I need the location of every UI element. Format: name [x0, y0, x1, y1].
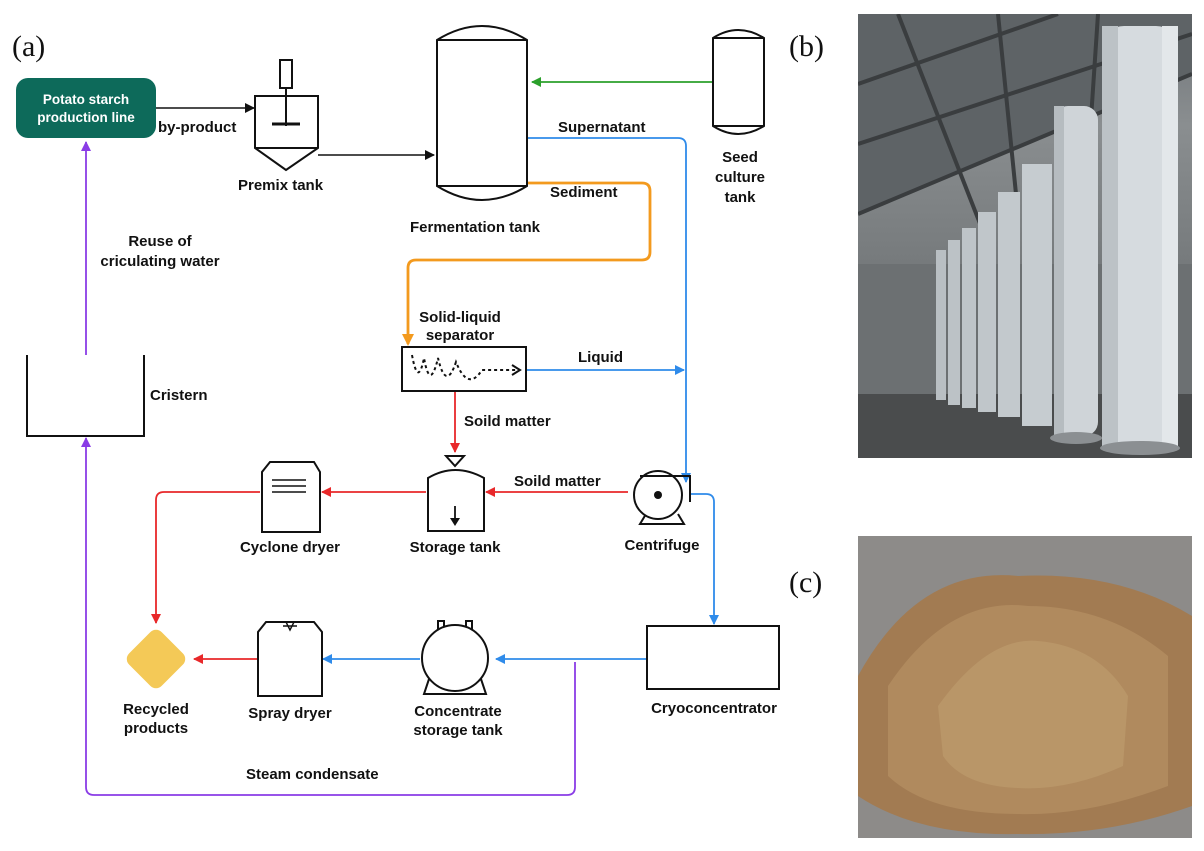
fermentation-tanks-illustration — [858, 14, 1192, 458]
reuse-water-label-1: Reuse of — [128, 233, 192, 250]
supernatant-label: Supernatant — [558, 119, 646, 136]
spray-dryer — [257, 621, 323, 697]
sediment-label: Sediment — [550, 184, 618, 201]
liquid-label: Liquid — [578, 349, 623, 366]
panel-label-c: (c) — [789, 566, 822, 599]
spray-dryer-label: Spray dryer — [248, 705, 332, 722]
powder-product-photo — [858, 536, 1192, 838]
production-line-box: Potato starch production line — [16, 78, 156, 138]
centrifuge — [633, 470, 691, 525]
cyclone-dryer — [261, 461, 321, 533]
flow-sediment — [402, 181, 652, 346]
storage-tank-label: Storage tank — [410, 539, 502, 556]
separator-label-1: Solid-liquid — [419, 309, 501, 326]
seed-culture-tank — [712, 29, 765, 135]
flow-cyclone-to-products — [151, 491, 260, 624]
panel-label-b: (b) — [789, 30, 824, 63]
cistern-label: Cristern — [150, 387, 208, 404]
flow-centrifuge-to-cryo — [690, 493, 719, 625]
seed-culture-label-2: culture — [715, 169, 765, 186]
recycled-products-icon — [126, 629, 186, 689]
cryoconcentrator — [646, 625, 780, 690]
cryoconcentrator-label: Cryoconcentrator — [651, 700, 777, 717]
production-line-label-2: production line — [37, 110, 135, 125]
separator-label-2: separator — [426, 327, 495, 344]
flow-supernatant — [527, 137, 691, 483]
reuse-water-label-2: criculating water — [100, 253, 219, 270]
production-line-label-1: Potato starch — [43, 92, 129, 107]
solid-matter-label-2: Soild matter — [514, 473, 601, 490]
recycled-products-label-2: products — [124, 720, 188, 737]
steam-condensate-label: Steam condensate — [246, 766, 379, 783]
concentrate-storage-label-1: Concentrate — [414, 703, 502, 720]
fermentation-tank-label: Fermentation tank — [410, 219, 541, 236]
seed-culture-label-3: tank — [725, 189, 757, 206]
cistern — [26, 355, 145, 437]
solid-liquid-separator — [401, 346, 527, 392]
premix-tank-label: Premix tank — [238, 177, 324, 194]
concentrate-storage-tank — [421, 620, 489, 695]
recycled-products-label-1: Recycled — [123, 701, 189, 718]
fermentation-tank — [436, 25, 528, 201]
by-product-label: by-product — [158, 119, 236, 136]
panel-label-a: (a) — [12, 30, 45, 63]
storage-tank — [427, 455, 485, 532]
cyclone-dryer-label: Cyclone dryer — [240, 539, 340, 556]
flow-steam-condensate — [81, 437, 576, 796]
premix-tank — [254, 59, 319, 172]
solid-matter-label-1: Soild matter — [464, 413, 551, 430]
fermentation-tanks-photo — [858, 14, 1192, 458]
centrifuge-label: Centrifuge — [625, 537, 700, 554]
powder-pile-illustration — [858, 536, 1192, 838]
seed-culture-label-1: Seed — [722, 149, 758, 166]
concentrate-storage-label-2: storage tank — [413, 722, 503, 739]
